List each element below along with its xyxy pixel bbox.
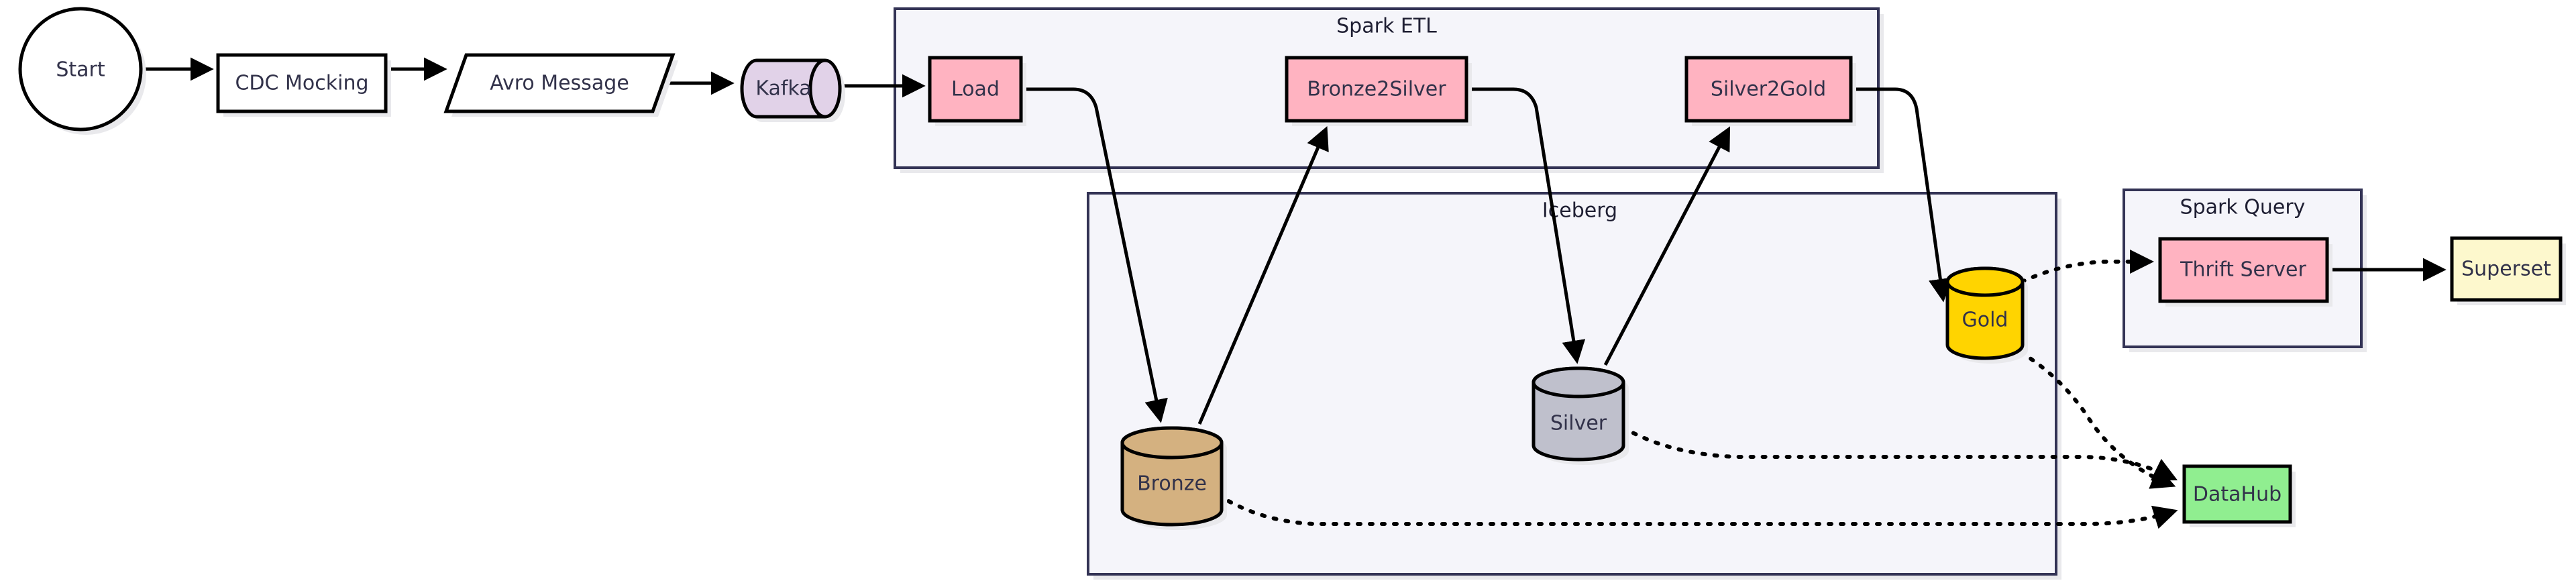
node-kafka-label: Kafka [755,77,811,101]
edge-silver2gold-to-gold [1851,87,1952,303]
node-avro-message-label: Avro Message [490,72,629,95]
node-avro-message-polygon[interactable] [443,53,676,113]
node-start[interactable]: Start [18,7,146,135]
edge-bronze-to-datahub [1216,493,2178,529]
edges-layer [141,57,2447,529]
node-bronze-label: Bronze [1137,472,1207,496]
node-silver[interactable]: Silver [1532,366,1629,465]
node-superset-label: Superset [2461,258,2551,281]
node-load-label: Load [951,78,1000,101]
node-start-circle[interactable] [18,7,143,131]
node-avro-message[interactable]: Avro Message [443,53,678,117]
node-bronze-cylinder-top [1120,426,1224,460]
node-thrift-server-rect[interactable] [2158,237,2329,303]
node-load-rect[interactable] [928,56,1023,123]
node-kafka[interactable]: Kafka [740,58,845,122]
node-silver2gold[interactable]: Silver2Gold [1684,56,1856,126]
node-silver-label: Silver [1550,412,1607,435]
node-datahub-rect[interactable] [2182,464,2292,524]
node-bronze2silver-label: Bronze2Silver [1307,78,1446,101]
node-cdc-mocking-rect[interactable] [216,53,388,113]
node-cdc-mocking-label: CDC Mocking [235,72,368,95]
node-silver-cylinder-top [1532,366,1625,398]
node-datahub-label: DataHub [2193,483,2282,506]
edge-bronze2silver-to-silver [1466,87,1586,364]
edge-load-to-bronze [1021,87,1168,423]
node-load[interactable]: Load [928,56,1026,126]
node-superset[interactable]: Superset [2450,236,2566,305]
node-gold-label: Gold [1962,309,2008,332]
edge-gold-to-datahub [2019,350,2176,489]
node-gold[interactable]: Gold [1945,266,2028,364]
node-bronze[interactable]: Bronze [1120,426,1227,530]
node-cdc-mocking[interactable]: CDC Mocking [216,53,391,117]
node-superset-rect[interactable] [2450,236,2563,302]
node-silver2gold-rect[interactable] [1684,56,1853,123]
node-bronze2silver-rect[interactable] [1285,56,1468,123]
edge-bronze-to-bronze2silver [1197,125,1329,425]
edge-gold-to-thrift-server [2020,250,2154,284]
cluster-spark-query-label: Spark Query [2180,196,2306,219]
node-start-label: Start [56,58,105,82]
node-datahub[interactable]: DataHub [2182,464,2296,527]
node-kafka-cylinder-cap [808,58,826,119]
edge-silver-to-datahub [1621,425,2178,481]
node-gold-cylinder-top [1945,266,2025,297]
node-thrift-server[interactable]: Thrift Server [2158,237,2332,307]
node-bronze2silver[interactable]: Bronze2Silver [1285,56,1472,126]
cluster-spark-etl-label: Spark ETL [1336,15,1437,38]
edge-silver-to-silver2gold [1603,126,1731,366]
node-silver2gold-label: Silver2Gold [1711,78,1826,101]
node-thrift-server-label: Thrift Server [2180,258,2306,282]
